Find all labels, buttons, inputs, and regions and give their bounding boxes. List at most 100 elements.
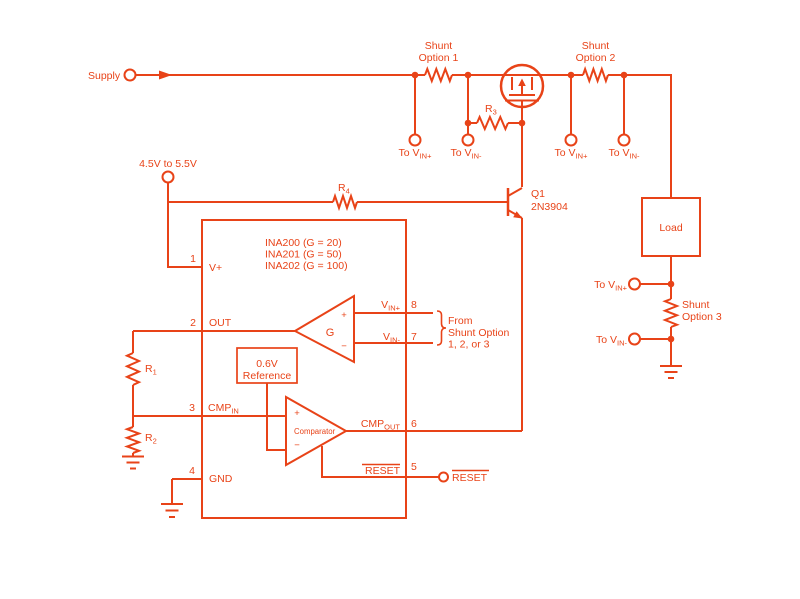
pin6-number: 6 [411, 418, 417, 430]
to-vinplus-label-1: To VIN+ [399, 147, 433, 161]
pin4-label: GND [209, 473, 233, 485]
out-r1-wire [132, 330, 295, 416]
pin6-label: CMPOUT [361, 418, 401, 432]
ic-device-ina202: INA202 (G = 100) [265, 260, 348, 272]
pin1-label: V+ [209, 262, 222, 274]
r2-ground-icon [122, 455, 144, 470]
vplus-supply-terminal [161, 170, 175, 184]
pin5-number: 5 [411, 461, 417, 473]
r4-label: R4 [338, 182, 350, 196]
cmpout-emitter-wire [406, 218, 523, 432]
reference-box [236, 347, 298, 384]
comparator-plus-sign: + [294, 408, 300, 419]
shunt1-vinplus-terminal [408, 133, 422, 147]
shunt-option1-resistor [424, 66, 453, 84]
shunt-option3-resistor [662, 298, 680, 328]
junction-dots [411, 71, 675, 343]
q1-collector-emitter [507, 187, 523, 219]
reset-wire [321, 446, 439, 478]
supply-terminal [123, 68, 137, 82]
r2-resistor [124, 426, 142, 454]
amp-gain-label: G [326, 327, 335, 339]
load-shunt3-wire [640, 256, 672, 366]
reference-wire [266, 383, 286, 451]
reference-label-line2: Reference [243, 370, 292, 382]
comparator-minus-sign: − [294, 440, 300, 451]
comparator-symbol [285, 395, 349, 467]
r2-label: R2 [145, 432, 157, 446]
reset-terminal-label: RESET [452, 472, 488, 484]
current-flow-arrow-icon [159, 70, 172, 80]
gnd-wire [171, 478, 202, 504]
q1-emitter-arrow-icon [513, 211, 523, 219]
shunt1-label-line1: Shunt [425, 40, 453, 52]
load-branch-wires [640, 256, 672, 366]
pin3-number: 3 [189, 402, 195, 414]
pin8-label: VIN+ [381, 299, 401, 313]
shunt1-label-line2: Option 1 [419, 52, 459, 64]
shunt-sense-drops [414, 75, 625, 135]
pin2-label: OUT [209, 317, 232, 329]
shunt3-label-line1: Shunt [682, 299, 710, 311]
from-shunt-note-line1: From [448, 315, 473, 327]
pin4-number: 4 [189, 465, 195, 477]
to-vinminus-label-3: To VIN- [596, 334, 628, 348]
shunt2-label-line2: Option 2 [576, 52, 616, 64]
gain-amp-symbol [292, 294, 355, 364]
q1-part-number: 2N3904 [531, 201, 568, 213]
shunt3-ground-icon [660, 365, 682, 379]
ic-device-ina201: INA201 (G = 50) [265, 249, 342, 261]
shunt2-vinplus-terminal [564, 133, 578, 147]
supply-range-label: 4.5V to 5.5V [139, 158, 197, 170]
vplus-branch-wires [167, 182, 508, 268]
pmos-switch-symbol [499, 63, 545, 109]
pin7-label: VIN- [383, 331, 401, 345]
ground-symbols [122, 365, 682, 518]
reference-label-line1: 0.6V [256, 358, 278, 370]
q1-transistor-symbol [506, 187, 523, 219]
supply-label: Supply [88, 70, 121, 82]
pin8-number: 8 [411, 299, 417, 311]
reset-terminal [438, 471, 449, 483]
resistors [124, 65, 680, 454]
pin1-number: 1 [190, 253, 196, 265]
to-vinplus-label-3: To VIN+ [594, 279, 628, 293]
r4-resistor [332, 192, 358, 212]
terminal-circles [123, 68, 641, 483]
r3-resistor [476, 114, 509, 132]
ic-pin-wires [132, 312, 439, 504]
from-shunt-note-line2: Shunt Option [448, 327, 509, 339]
r1-resistor [124, 352, 142, 386]
shunt3-vinplus-terminal [628, 277, 641, 291]
pin7-number: 7 [411, 331, 417, 343]
from-shunt-note-line3: 1, 2, or 3 [448, 339, 490, 351]
shunt2-label-line1: Shunt [582, 40, 610, 52]
amp-minus-sign: − [341, 341, 347, 352]
to-vinminus-label-1: To VIN- [450, 147, 482, 161]
shunt3-vinminus-terminal [628, 332, 641, 346]
from-shunt-brace-icon [436, 310, 447, 346]
supply-rail [136, 74, 672, 198]
load-label: Load [659, 222, 683, 234]
amp-plus-sign: + [341, 310, 347, 321]
ina20x-ic-outline [201, 219, 407, 519]
comparator-label: Comparator [294, 427, 336, 436]
to-vinminus-label-2: To VIN- [608, 147, 640, 161]
supply-rail-wires [136, 70, 672, 198]
shunt2-vinminus-terminal [617, 133, 631, 147]
ic-device-ina200: INA200 (G = 20) [265, 237, 342, 249]
r3-label: R3 [485, 103, 497, 117]
pin5-label: RESET [365, 465, 401, 477]
r1-label: R1 [145, 363, 157, 377]
vin-input-wires [354, 312, 433, 344]
load-box [641, 197, 701, 257]
shunt3-label-line2: Option 3 [682, 311, 722, 323]
vplus-and-r4-wire [167, 182, 508, 268]
shunt1-vinminus-terminal [461, 133, 475, 147]
pin3-label: CMPIN [208, 402, 239, 416]
pin2-number: 2 [190, 317, 196, 329]
shunt-option2-resistor [582, 65, 609, 85]
ic-gnd-ground-icon [161, 503, 183, 518]
